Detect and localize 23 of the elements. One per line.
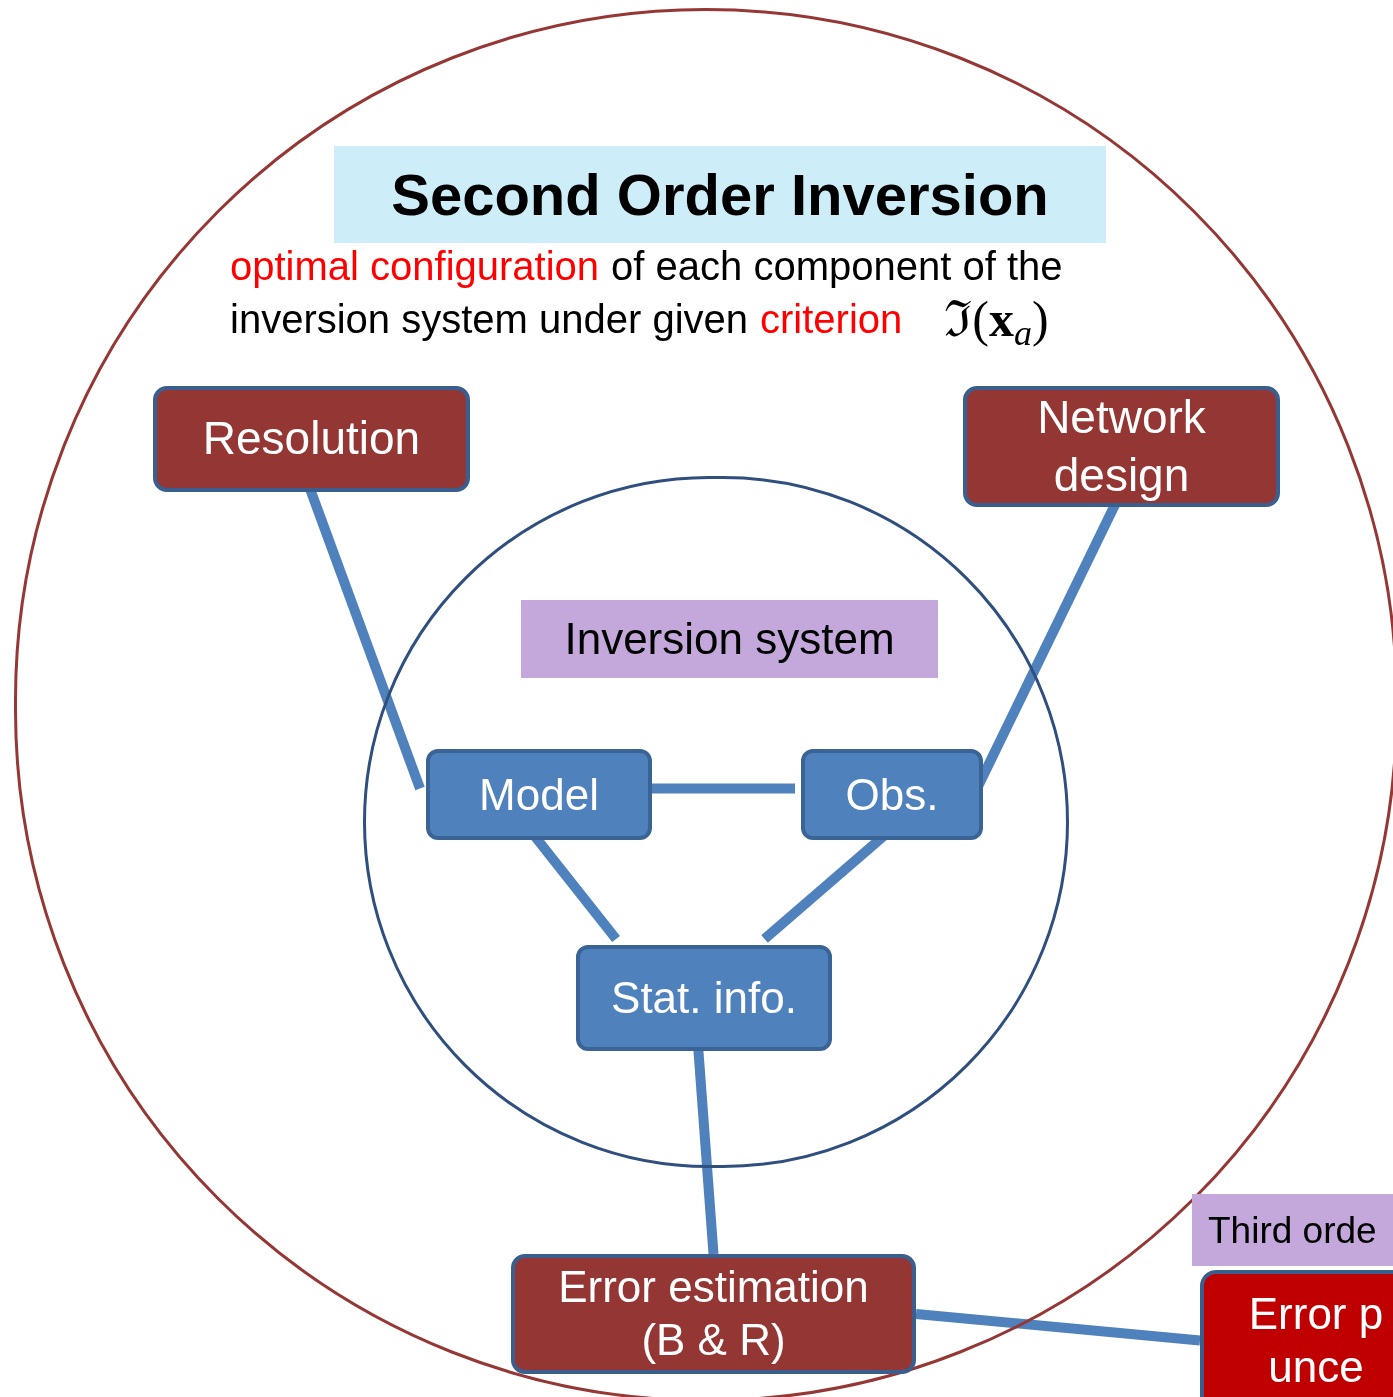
process-box [426,749,652,840]
title-band [334,146,1106,243]
label-band [1192,1194,1393,1266]
box-label: Resolution [202,411,421,467]
process-box [801,749,983,840]
label-band [521,600,938,678]
connector-line [915,1309,1201,1346]
subtitle-text: criterion [760,299,903,339]
box-label: Network design [1036,390,1207,503]
subtitle-text: optimal configuration [230,246,600,286]
process-box [963,386,1280,507]
box-label: Model [479,772,599,817]
subtitle-text: of each component of the [611,246,1063,286]
band-label: Third orde [1208,1211,1377,1249]
process-box [576,945,832,1051]
box-label: Error p unce [1247,1288,1385,1393]
title-text: Second Order Inversion [391,165,1049,224]
box-label: Error estimation (B & R) [557,1261,870,1366]
box-label: Stat. info. [611,976,797,1020]
process-box [153,386,470,492]
box-label: Obs. [845,772,939,817]
band-label: Inversion system [564,617,895,661]
subtitle-text: inversion system under given [230,299,749,339]
